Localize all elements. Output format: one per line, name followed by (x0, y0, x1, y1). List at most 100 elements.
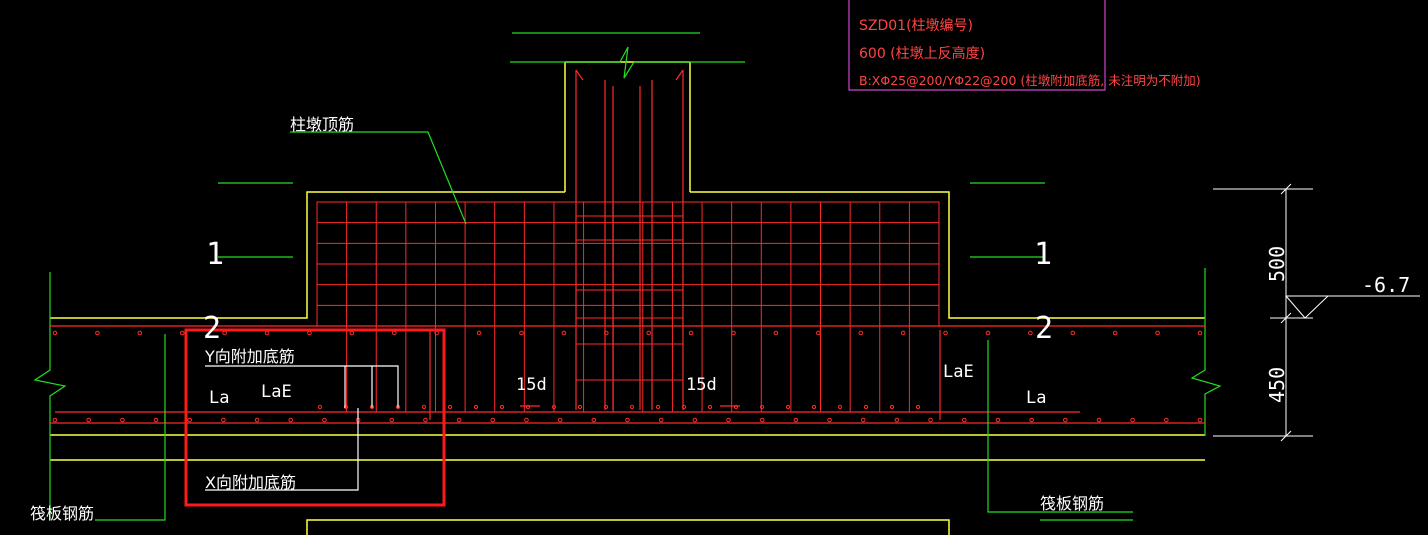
rebar-dot (349, 330, 355, 336)
note-line-2: 600 (柱墩上反高度) (859, 45, 985, 62)
rebar-dot (731, 330, 736, 336)
rebar-dot (827, 417, 832, 423)
rebar-dot (525, 404, 531, 410)
rebar-dot (646, 330, 652, 336)
la-right-label: La (1026, 388, 1046, 408)
rebar-dot (95, 330, 100, 336)
lae-right-label: LaE (943, 362, 974, 382)
rebar-dot (1197, 417, 1203, 423)
rebar-dot (1164, 417, 1169, 423)
rebar-dot (773, 330, 779, 336)
column-top-rebar-label: 柱墩顶筋 (290, 115, 354, 134)
rebar-dot (307, 330, 312, 336)
elevation-label: -6.7 (1362, 273, 1410, 297)
rebar-dot (1028, 330, 1033, 336)
rebar-dot (322, 417, 327, 423)
x-additional-bottom-label: X向附加底筋 (205, 473, 296, 492)
section-1-left-label: 1 (206, 237, 224, 272)
rebar-dot (317, 404, 323, 410)
rebar-dot (1029, 417, 1034, 423)
rebar-dot (577, 404, 583, 410)
column-break-line (510, 32, 745, 79)
rebar-dot (499, 404, 505, 410)
rebar-dot (811, 404, 817, 410)
pedestal-rebar-mesh (316, 201, 940, 412)
rebar-dot (1197, 330, 1203, 336)
rebar-dot (860, 417, 866, 423)
rebar-dot (889, 404, 895, 410)
rebar-dot (655, 404, 661, 410)
note-line-1: SZD01(柱墩编号) (859, 18, 973, 34)
rebar-dot (1062, 417, 1068, 423)
rebar-dot (288, 417, 294, 423)
pedestal-outline (50, 191, 1205, 535)
rebar-dot (733, 404, 739, 410)
dimension-500: 500 (1265, 246, 1289, 282)
hook-right-label: 15d (686, 375, 717, 395)
y-additional-bottom-label: Y向附加底筋 (204, 347, 295, 366)
rebar-dot (1130, 417, 1135, 423)
rebar-dot (816, 330, 821, 336)
rebar-dot (187, 417, 193, 423)
rebar-dot (1070, 330, 1076, 336)
column-outline (564, 61, 691, 192)
rebar-dot (759, 417, 765, 423)
rebar-dot (995, 417, 1001, 423)
rebar-dot (52, 330, 58, 336)
rebar-dot (447, 404, 453, 410)
rebar-dot (894, 417, 900, 423)
raft-rebar (50, 325, 1205, 424)
white-leaders (205, 365, 399, 491)
raft-edges (33, 268, 1222, 520)
hook-left-label: 15d (516, 375, 547, 395)
rebar-dot (561, 330, 567, 336)
rebar-dot (423, 417, 428, 423)
rebar-dot (707, 404, 713, 410)
rebar-dot (928, 417, 933, 423)
rebar-dot (473, 404, 479, 410)
rebar-dot (52, 417, 58, 423)
la-left-label: La (209, 388, 229, 408)
dimension-450: 450 (1265, 367, 1289, 403)
rebar-dot (254, 417, 260, 423)
rebar-dot (961, 417, 967, 423)
rebar-dot (900, 330, 906, 336)
rebar-dot (726, 417, 731, 423)
rebar-dot (915, 404, 921, 410)
section-2-left-label: 2 (203, 311, 221, 346)
rebar-dot (985, 330, 991, 336)
rebar-dot (837, 404, 843, 410)
rebar-dot (264, 330, 270, 336)
rebar-dot (591, 417, 597, 423)
rebar-dot (490, 417, 496, 423)
note-line-3: B:XΦ25@200/YΦ22@200 (柱墩附加底筋, 未注明为不附加) (859, 73, 1201, 88)
note-box: SZD01(柱墩编号) 600 (柱墩上反高度) B:XΦ25@200/YΦ22… (848, 0, 1201, 91)
section-2-right-label: 2 (1035, 311, 1053, 346)
section-1-right-label: 1 (1034, 237, 1052, 272)
rebar-dot (863, 404, 869, 410)
rebar-dot (179, 330, 185, 336)
rebar-dots (52, 330, 1203, 423)
rebar-dot (681, 404, 687, 410)
rebar-dot (629, 404, 635, 410)
rebar-dot (421, 404, 427, 410)
rebar-dot (222, 330, 227, 336)
rebar-dot (524, 417, 529, 423)
rebar-dot (603, 330, 609, 336)
rebar-dot (1155, 330, 1160, 336)
raft-rebar-left-label: 筏板钢筋 (30, 504, 94, 523)
lae-left-label: LaE (261, 382, 292, 402)
rebar-dot (688, 330, 694, 336)
leader-lines (95, 131, 1133, 521)
rebar-dot (793, 417, 799, 423)
rebar-dot (476, 330, 482, 336)
dimension-lines (1213, 183, 1420, 442)
rebar-dot (519, 330, 524, 336)
rebar-dot (551, 404, 557, 410)
rebar-dot (759, 404, 765, 410)
rebar-dot (153, 417, 159, 423)
rebar-dot (389, 417, 395, 423)
rebar-dot (391, 330, 397, 336)
rebar-dot (557, 417, 563, 423)
